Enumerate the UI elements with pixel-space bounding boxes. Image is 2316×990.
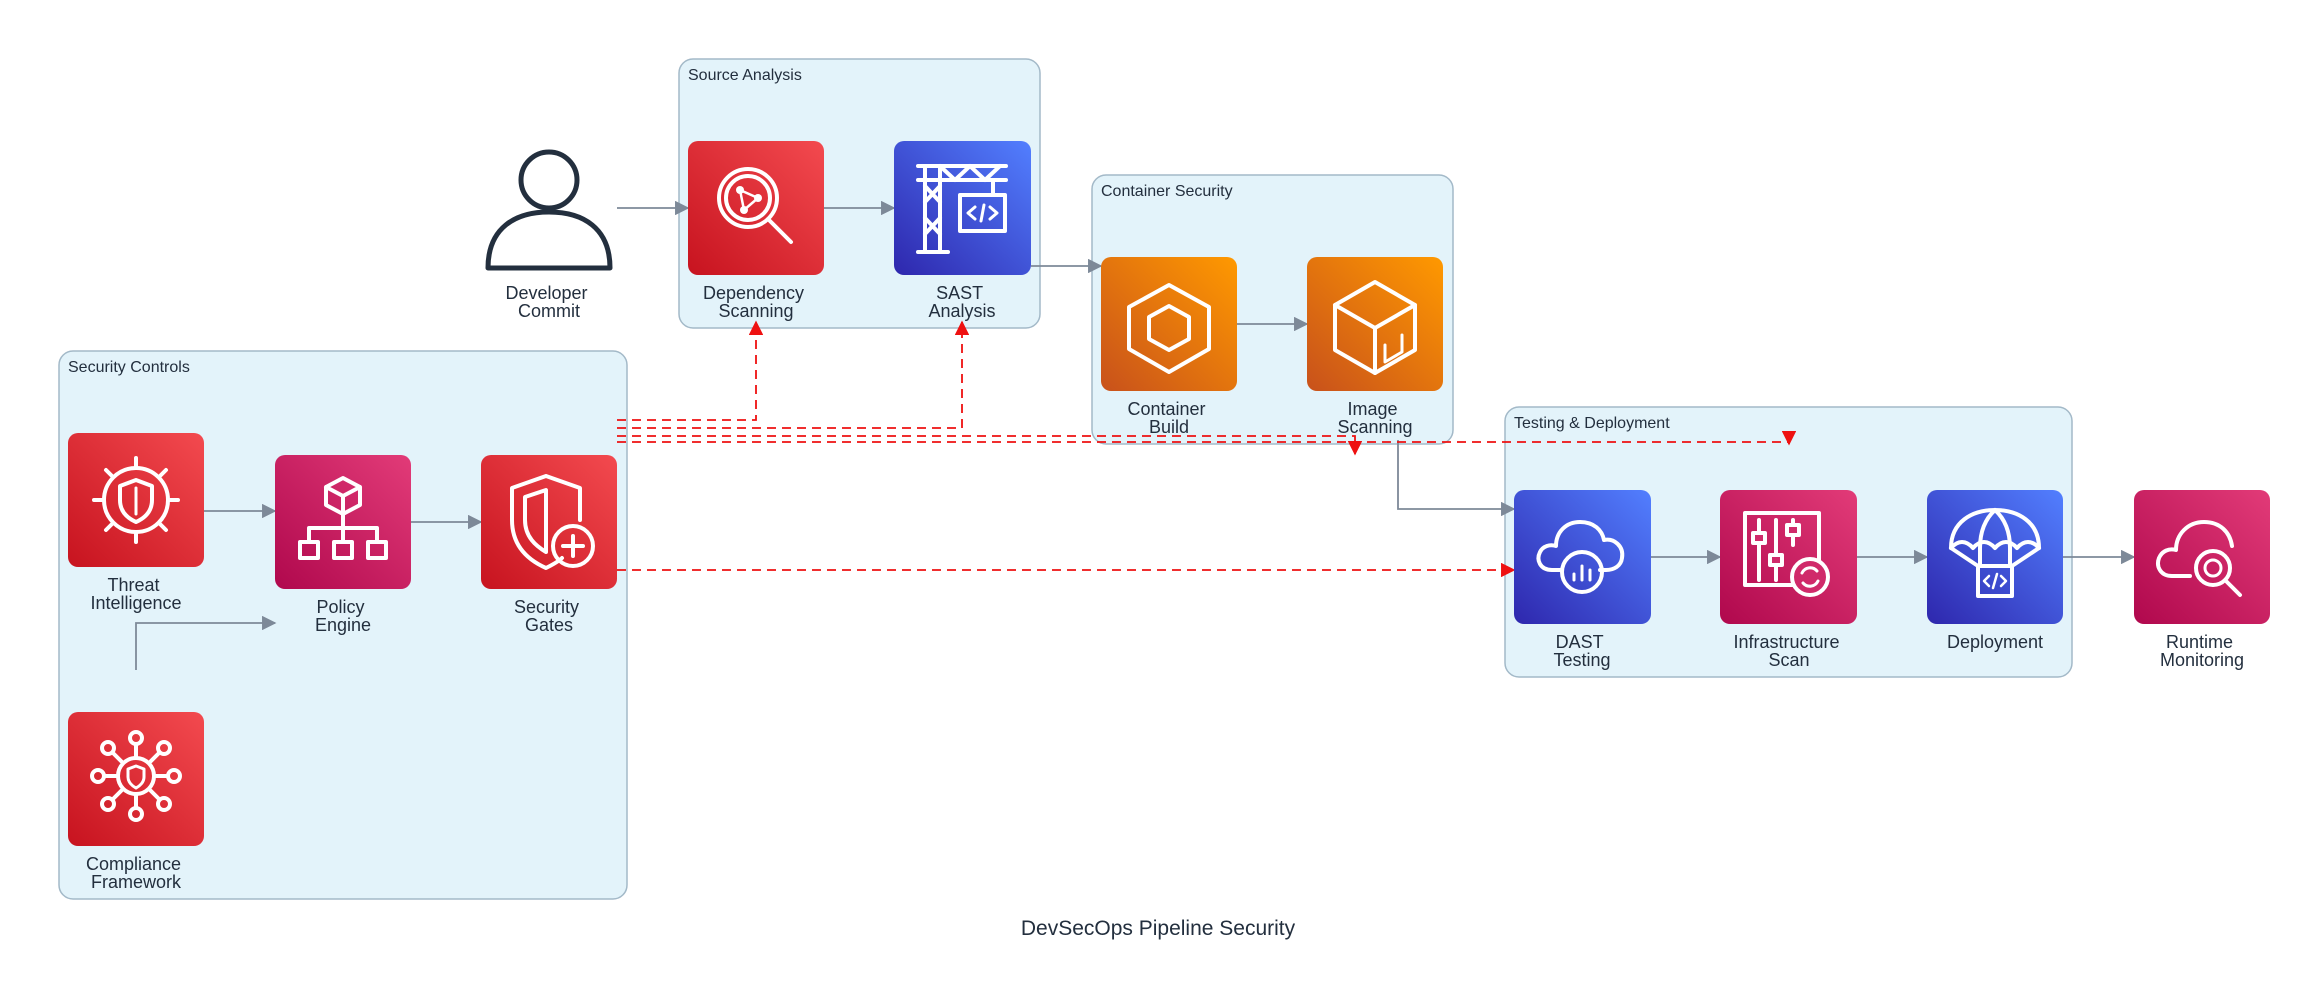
- cube-icon: [1333, 280, 1417, 375]
- node-developer-commit: Developer Commit: [485, 149, 613, 321]
- crane-code-icon: [916, 164, 1008, 254]
- node-label-compliance-framework: Compliance Framework: [86, 854, 186, 892]
- node-policy-engine: Policy Engine: [275, 455, 411, 635]
- shield-network-icon: [90, 730, 182, 822]
- node-label-deployment: Deployment: [1947, 632, 2043, 652]
- cluster-label-security-controls: Security Controls: [68, 359, 190, 376]
- user-icon: [485, 149, 613, 271]
- node-runtime-monitoring: Runtime Monitoring: [2134, 490, 2270, 670]
- solid-edges: [135, 200, 2136, 670]
- hexagon-container-icon: [1127, 283, 1211, 374]
- cluster-label-testing-deployment: Testing & Deployment: [1514, 415, 1670, 432]
- node-label-dependency-scanning: Dependency Scanning: [703, 283, 809, 321]
- edge-compliance-to-policy: [135, 615, 277, 670]
- node-dependency-scanning: Dependency Scanning: [688, 141, 824, 321]
- node-dast-testing: DAST Testing: [1514, 490, 1651, 670]
- node-label-policy-engine: Policy Engine: [315, 597, 371, 635]
- dashed-edge-to-infrastructure: [617, 431, 1797, 446]
- node-label-infrastructure-scan: Infrastructure Scan: [1733, 632, 1844, 670]
- node-security-gates: Security Gates: [481, 455, 617, 635]
- node-label-sast-analysis: SAST Analysis: [928, 283, 995, 321]
- diagram-title: DevSecOps Pipeline Security: [1021, 917, 1296, 940]
- magnifier-network-icon: [717, 167, 793, 244]
- parachute-code-icon: [1949, 508, 2041, 598]
- node-infrastructure-scan: Infrastructure Scan: [1720, 490, 1857, 670]
- hierarchy-icon: [298, 476, 388, 560]
- node-label-runtime-monitoring: Runtime Monitoring: [2160, 632, 2244, 670]
- dashed-edge-to-image-scanning: [617, 435, 1363, 456]
- dashed-edges: [617, 320, 1797, 578]
- node-label-security-gates: Security Gates: [514, 597, 584, 635]
- node-threat-intelligence: Threat Intelligence: [68, 433, 204, 613]
- node-label-image-scanning: Image Scanning: [1337, 399, 1412, 437]
- node-deployment: Deployment: [1927, 490, 2063, 652]
- node-label-threat-intelligence: Threat Intelligence: [90, 575, 181, 613]
- dashed-edge-to-dependency: [617, 320, 764, 421]
- cloud-search-icon: [2156, 520, 2242, 597]
- shield-plus-icon: [510, 474, 595, 570]
- node-image-scanning: Image Scanning: [1307, 257, 1443, 437]
- edge-image-scanning-to-dast: [1397, 440, 1516, 517]
- cluster-label-source-analysis: Source Analysis: [688, 67, 802, 84]
- sliders-gear-icon: [1743, 511, 1830, 597]
- node-compliance-framework: Compliance Framework: [68, 712, 204, 892]
- node-sast-analysis: SAST Analysis: [894, 141, 1031, 321]
- node-label-container-build: Container Build: [1127, 399, 1210, 437]
- node-label-dast-testing: DAST Testing: [1553, 632, 1610, 670]
- node-label-developer-commit: Developer Commit: [505, 283, 592, 321]
- cloud-chart-icon: [1536, 520, 1625, 594]
- gear-shield-icon: [92, 456, 180, 544]
- node-container-build: Container Build: [1101, 257, 1237, 437]
- dashed-edge-to-sast: [617, 320, 970, 429]
- cluster-label-container-security: Container Security: [1101, 183, 1233, 200]
